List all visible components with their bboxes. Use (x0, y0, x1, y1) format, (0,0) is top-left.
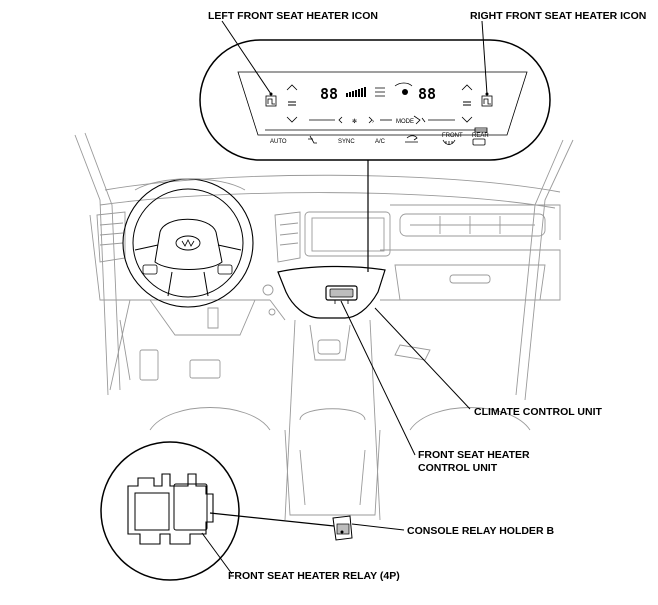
fan-right-arrow-icon (368, 116, 373, 124)
climate-control-unit-label: CLIMATE CONTROL UNIT (474, 406, 603, 418)
rear-defrost-icon[interactable] (472, 138, 486, 146)
left-seat-heater-icon (265, 95, 277, 107)
front-seat-heater-relay-label: FRONT SEAT HEATER RELAY (4P) (228, 570, 400, 582)
fan-left-arrow-icon (338, 116, 343, 124)
auto-button[interactable]: AUTO (270, 139, 287, 145)
left-temp-display: 88 (320, 85, 338, 103)
right-seat-heater-icon (481, 95, 493, 107)
front-defrost-icon[interactable] (442, 139, 456, 145)
front-seat-heater-relay (173, 483, 208, 531)
vehicle-interior (74, 132, 574, 521)
driver-airflow-icon (308, 135, 317, 144)
front-defrost-label: FRONT (442, 133, 463, 139)
lcd-mode-icons (375, 82, 413, 97)
front-seat-heater-control-unit-label-2: CONTROL UNIT (418, 462, 498, 474)
climate-panel-zoom: 88 88 (199, 39, 551, 161)
fan-small-icon: › (372, 119, 374, 125)
front-seat-heater-control-unit-label-1: FRONT SEAT HEATER (418, 449, 530, 461)
callout-labels: LEFT FRONT SEAT HEATER ICON RIGHT FRONT … (208, 10, 646, 582)
front-seat-heater-control-unit (325, 285, 358, 304)
left-down-arrow-icon (286, 116, 298, 123)
recirculation-icon (405, 135, 418, 143)
right-up-arrow-icon (461, 84, 473, 91)
right-temp-display: 88 (418, 85, 436, 103)
left-up-arrow-icon (286, 84, 298, 91)
steering-wheel (122, 178, 254, 308)
rear-defrost-label: REAR (472, 133, 489, 139)
console-relay-holder-b (332, 515, 353, 541)
climate-control-bezel (277, 265, 386, 319)
console-relay-holder-b-label: CONSOLE RELAY HOLDER B (407, 525, 554, 537)
right-down-arrow-icon (461, 116, 473, 123)
ac-button[interactable]: A/C (375, 139, 386, 145)
mode-icon (413, 115, 426, 125)
left-front-seat-heater-icon-label: LEFT FRONT SEAT HEATER ICON (208, 10, 378, 22)
relay-zoom (100, 441, 240, 581)
sync-button[interactable]: SYNC (338, 139, 355, 145)
fan-icon: ✻ (352, 118, 357, 125)
right-front-seat-heater-icon-label: RIGHT FRONT SEAT HEATER ICON (470, 10, 646, 22)
fan-level-bars (346, 87, 366, 97)
leader-lines (201, 20, 489, 575)
mode-label: MODE (396, 119, 414, 125)
